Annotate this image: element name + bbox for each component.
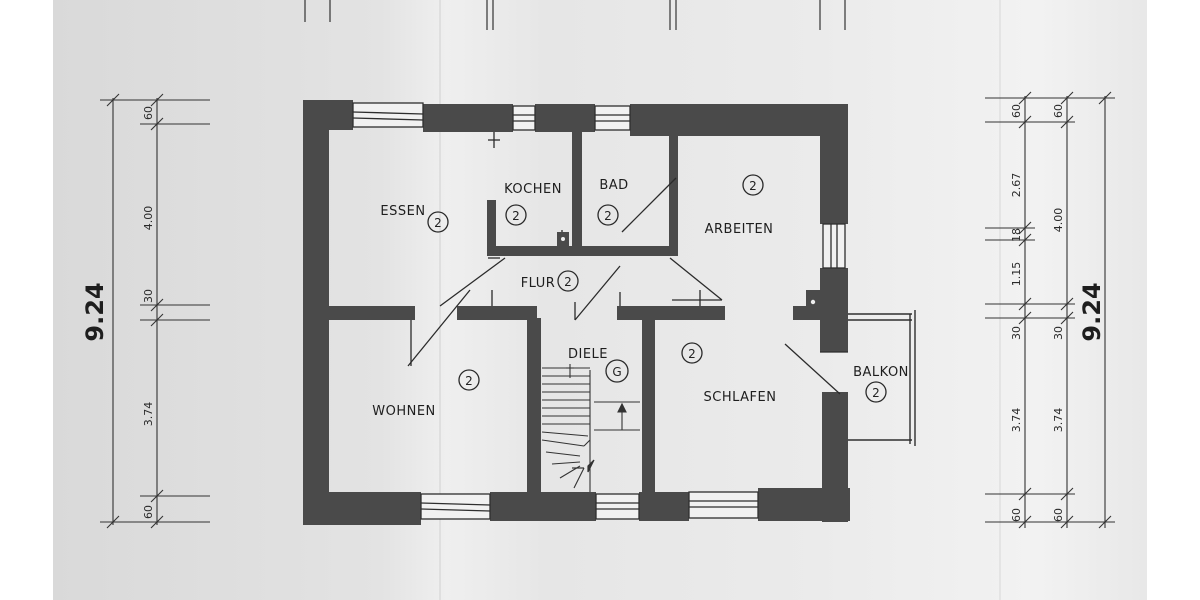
- dim-right-lower: 3.74: [1010, 408, 1023, 433]
- room-label-essen: ESSEN: [380, 204, 425, 219]
- dim-right-upper-a: 2.67: [1010, 173, 1023, 198]
- dim-right-middle-wall: 30: [1010, 326, 1023, 340]
- room-mark-balkon: 2: [872, 386, 880, 400]
- room-label-schlafen: SCHLAFEN: [704, 390, 777, 405]
- right-dimension-labels: 60 2.67 18 1.15 30 3.74 60 60 4.00 30 3.…: [1010, 104, 1106, 522]
- dim-right-inner-lower: 3.74: [1052, 408, 1065, 433]
- dim-right-upper-c: 1.15: [1010, 262, 1023, 287]
- room-label-diele: DIELE: [568, 347, 608, 362]
- room-label-kochen: KOCHEN: [504, 182, 562, 197]
- room-label-arbeiten: ARBEITEN: [705, 222, 774, 237]
- top-edge-marks: [304, 0, 846, 30]
- shaft-dot: [561, 237, 565, 241]
- dim-right-bottom-wall: 60: [1010, 508, 1023, 522]
- room-mark-bad: 2: [604, 209, 612, 223]
- dim-left-total: 9.24: [81, 282, 109, 341]
- room-label-wohnen: WOHNEN: [372, 404, 436, 419]
- room-mark-circles: [427, 174, 887, 403]
- room-label-balkon: BALKON: [853, 365, 909, 380]
- room-label-flur: FLUR: [521, 276, 556, 291]
- windows: [352, 102, 848, 520]
- room-mark-wohnen: 2: [465, 374, 473, 388]
- room-mark-schlafen: 2: [688, 347, 696, 361]
- left-dimension-lines: [100, 93, 210, 529]
- dim-right-inner-middle-wall: 30: [1052, 326, 1065, 340]
- dim-left-middle-wall: 30: [142, 289, 155, 303]
- dim-right-total: 9.24: [1078, 282, 1106, 341]
- dim-left-bottom-wall: 60: [142, 505, 155, 519]
- dim-right-upper-b: 18: [1010, 228, 1023, 242]
- left-dimension-labels: 9.24 60 4.00 30 3.74 60: [81, 106, 155, 519]
- stair-arrow: [572, 459, 595, 473]
- door-swings: [407, 132, 841, 395]
- room-mark-diele: G: [612, 365, 621, 379]
- room-mark-arbeiten: 2: [749, 179, 757, 193]
- room-labels: ESSEN KOCHEN BAD ARBEITEN FLUR DIELE WOH…: [372, 178, 909, 419]
- dim-right-inner-top-wall: 60: [1052, 104, 1065, 118]
- room-label-bad: BAD: [599, 178, 628, 193]
- room-mark-texts: 2 2 2 2 2 G 2 2 2: [434, 179, 880, 400]
- room-mark-essen: 2: [434, 216, 442, 230]
- room-mark-flur: 2: [564, 275, 572, 289]
- room-mark-kochen: 2: [512, 209, 520, 223]
- right-dimension-lines: [985, 91, 1115, 529]
- dim-right-top-wall: 60: [1010, 104, 1023, 118]
- balcony-outline: [848, 310, 916, 446]
- dim-right-inner-bottom-wall: 60: [1052, 508, 1065, 522]
- dim-left-upper: 4.00: [142, 206, 155, 231]
- chimney-dot: [810, 299, 816, 305]
- dim-left-top-wall: 60: [142, 106, 155, 120]
- dim-right-inner-upper: 4.00: [1052, 208, 1065, 233]
- walls: [303, 100, 850, 525]
- dim-left-lower: 3.74: [142, 402, 155, 427]
